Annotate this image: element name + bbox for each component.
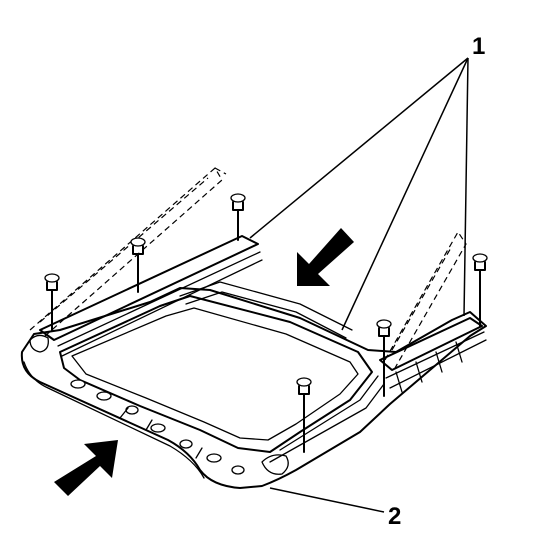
arrow-installation-top	[297, 228, 354, 286]
bolt-right-mid	[376, 319, 392, 397]
bolt-left-front	[44, 273, 60, 331]
bolt-front	[296, 377, 312, 453]
callout-label-1: 1	[472, 33, 485, 60]
bolt-right-rear	[472, 253, 488, 327]
callout-label-2: 2	[388, 503, 401, 530]
sunroof-frame	[20, 235, 487, 489]
callout-1-leaders	[249, 57, 469, 331]
bolt-left-mid	[130, 237, 146, 293]
arrow-installation-bottom	[54, 440, 118, 496]
callout-2-leader	[269, 487, 385, 513]
bolt-left-rear	[230, 193, 246, 241]
phantom-frame-outline	[29, 167, 467, 369]
